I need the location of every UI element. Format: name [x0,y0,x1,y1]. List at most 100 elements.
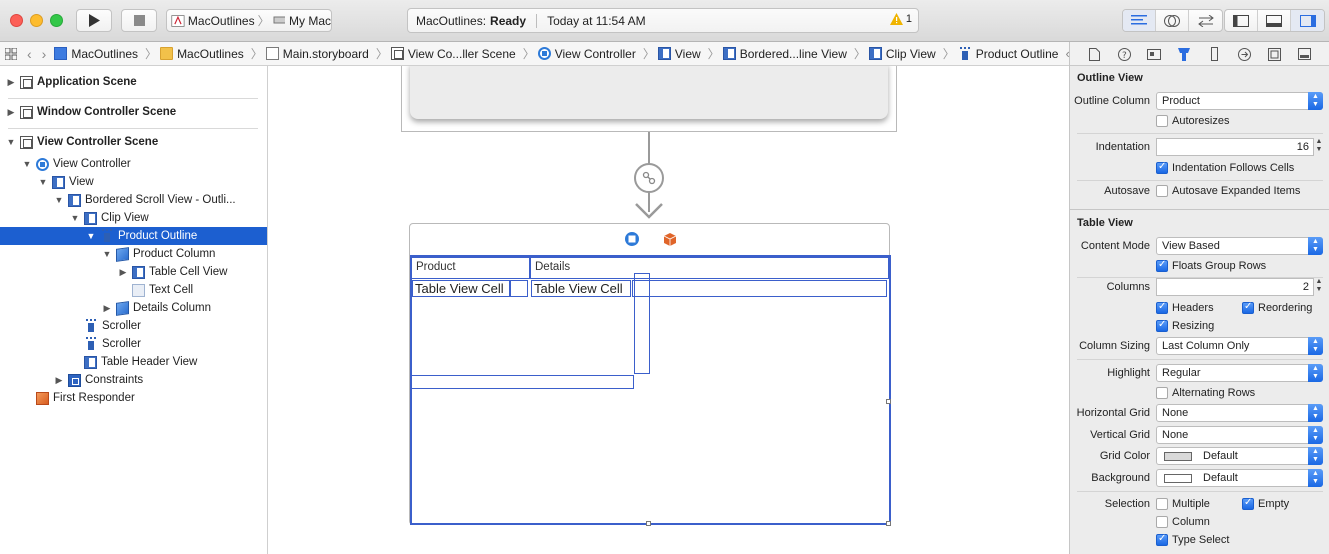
view-controller-frame[interactable]: Product Details Table View Cell Table Vi… [409,223,891,526]
floats-group-rows-checkbox[interactable] [1156,259,1168,272]
toggle-navigator-button[interactable] [1225,10,1258,31]
scene-application[interactable]: ▶ Application Scene [0,73,267,91]
disclosure-down-icon[interactable]: ▼ [54,195,64,205]
breadcrumb-view[interactable]: View〉 [657,45,720,62]
indentation-stepper[interactable]: ▲▼ [1315,138,1323,153]
disclosure-down-icon[interactable]: ▼ [102,249,112,259]
outline-item-view-controller[interactable]: ▼ View Controller [0,155,267,173]
related-items-icon[interactable] [5,47,17,60]
background-popup[interactable]: Default ▲▼ [1156,469,1323,487]
disclosure-right-icon[interactable]: ▶ [55,374,63,385]
outline-column-popup[interactable]: Product ▲▼ [1156,92,1323,110]
horizontal-grid-popup[interactable]: None ▲▼ [1156,404,1323,422]
indentation-field[interactable]: 16 [1156,138,1314,156]
alternating-rows-checkbox[interactable] [1156,387,1168,399]
identity-inspector-tab[interactable] [1146,46,1162,62]
outline-item-clip-view[interactable]: ▼ Clip View [0,209,267,227]
breadcrumb-project[interactable]: MacOutlines〉 [54,45,157,62]
column-header-product[interactable]: Product [411,257,530,279]
outline-item-product-column[interactable]: ▼ Product Column [0,245,267,263]
editor-mode-control[interactable] [1122,9,1223,32]
outline-item-table-header-view[interactable]: Table Header View [0,353,267,371]
previous-issue-arrow-icon[interactable]: ‹ [1065,46,1069,61]
segue-icon[interactable] [634,163,664,193]
outline-item-details-column[interactable]: ▶ Details Column [0,299,267,317]
zoom-window-button[interactable] [50,14,63,27]
scheme-selector[interactable]: MacOutlines 〉 My Mac [166,9,332,32]
vertical-scroller-frame[interactable] [634,273,650,374]
quick-help-tab[interactable]: ? [1116,46,1132,62]
outline-item-scroller-2[interactable]: Scroller [0,335,267,353]
disclosure-down-icon[interactable]: ▼ [70,213,80,223]
vertical-grid-popup[interactable]: None ▲▼ [1156,426,1323,444]
breadcrumb-product-outline[interactable]: Product Outline [958,46,1058,61]
assistant-editor-button[interactable] [1156,10,1189,31]
highlight-popup[interactable]: Regular ▲▼ [1156,364,1323,382]
first-responder-icon[interactable] [662,231,678,247]
scene-view-controller[interactable]: ▼ View Controller Scene [0,133,267,151]
window-controller-frame[interactable] [401,66,897,132]
outline-item-first-responder[interactable]: First Responder [0,389,267,407]
storyboard-canvas[interactable]: Product Details Table View Cell Table Vi… [268,66,1069,554]
size-inspector-tab[interactable] [1206,46,1222,62]
disclosure-down-icon[interactable]: ▼ [38,177,48,187]
toggle-inspector-button[interactable] [1291,10,1324,31]
column-selection-checkbox[interactable] [1156,516,1168,528]
stop-button[interactable] [121,9,157,32]
disclosure-right-icon[interactable]: ▶ [7,76,15,87]
minimize-window-button[interactable] [30,14,43,27]
version-editor-button[interactable] [1189,10,1222,31]
reordering-checkbox[interactable] [1242,301,1254,314]
empty-selection-checkbox[interactable] [1242,497,1254,510]
resize-handle-bottom-right[interactable] [886,521,891,526]
autosave-expanded-checkbox[interactable] [1156,185,1168,197]
column-header-details[interactable]: Details [530,257,889,279]
breadcrumb-folder[interactable]: MacOutlines〉 [160,45,263,62]
toggle-debug-area-button[interactable] [1258,10,1291,31]
breadcrumb-clip-view[interactable]: Clip View〉 [868,45,955,62]
outline-item-view[interactable]: ▼ View [0,173,267,191]
grid-color-popup[interactable]: Default ▲▼ [1156,447,1323,465]
resizing-checkbox[interactable] [1156,319,1168,332]
breadcrumb-bordered-view[interactable]: Bordered...line View〉 [722,45,866,62]
close-window-button[interactable] [10,14,23,27]
breadcrumb-scene[interactable]: View Co...ller Scene〉 [390,45,535,62]
outline-item-table-cell-view[interactable]: ▶ Table Cell View [0,263,267,281]
scene-window-controller[interactable]: ▶ Window Controller Scene [0,103,267,121]
outline-item-text-cell[interactable]: Text Cell [0,281,267,299]
back-arrow-icon[interactable]: ‹ [27,45,32,62]
disclosure-right-icon[interactable]: ▶ [7,106,15,117]
connections-inspector-tab[interactable] [1236,46,1252,62]
standard-editor-button[interactable] [1123,10,1156,31]
outline-item-constraints[interactable]: ▶ Constraints [0,371,267,389]
bindings-inspector-tab[interactable] [1266,46,1282,62]
disclosure-right-icon[interactable]: ▶ [103,302,111,313]
resize-handle-right[interactable] [886,399,891,404]
disclosure-down-icon[interactable]: ▼ [22,159,32,169]
forward-arrow-icon[interactable]: › [41,45,47,62]
type-select-checkbox[interactable] [1156,533,1168,546]
multiple-selection-checkbox[interactable] [1156,498,1168,510]
disclosure-down-icon[interactable]: ▼ [6,137,16,147]
headers-checkbox[interactable] [1156,301,1168,314]
content-mode-popup[interactable]: View Based ▲▼ [1156,237,1323,255]
horizontal-scroller-frame[interactable] [411,375,634,389]
file-inspector-tab[interactable] [1086,46,1102,62]
warning-indicator[interactable]: 1 [889,13,912,25]
outline-item-product-outline[interactable]: ▼ Product Outline [0,227,267,245]
view-effects-inspector-tab[interactable] [1296,46,1312,62]
run-button[interactable] [76,9,112,32]
autoresizes-checkbox[interactable] [1156,115,1168,127]
table-cell-details[interactable]: Table View Cell [531,280,631,297]
disclosure-down-icon[interactable]: ▼ [86,231,96,241]
indentation-follows-cells-checkbox[interactable] [1156,161,1168,174]
attributes-inspector-tab[interactable] [1176,46,1192,62]
column-sizing-popup[interactable]: Last Column Only ▲▼ [1156,337,1323,355]
outline-item-bordered-scroll-view[interactable]: ▼ Bordered Scroll View - Outli... [0,191,267,209]
columns-stepper[interactable]: ▲▼ [1315,278,1323,293]
view-controller-icon[interactable] [624,231,640,247]
columns-field[interactable]: 2 [1156,278,1314,296]
breadcrumb-storyboard[interactable]: Main.storyboard〉 [265,45,388,62]
table-cell-product[interactable]: Table View Cell [412,280,510,297]
disclosure-right-icon[interactable]: ▶ [119,266,127,277]
